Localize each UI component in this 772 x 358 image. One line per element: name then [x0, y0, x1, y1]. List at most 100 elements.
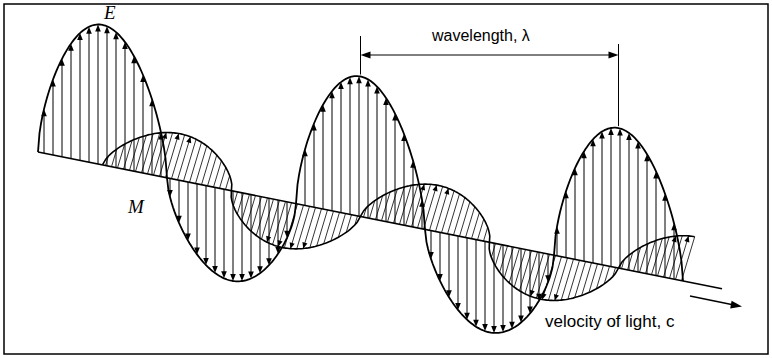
magnetic-hatch-line — [242, 194, 250, 220]
electric-field-line — [350, 82, 351, 214]
magnetic-hatch-line — [220, 167, 226, 188]
electric-field-line — [125, 47, 126, 169]
electric-arrowhead — [491, 326, 497, 333]
electric-field-line — [332, 96, 333, 211]
electric-field-line — [386, 103, 387, 222]
electric-field-line — [575, 173, 576, 259]
magnetic-hatch-line — [514, 250, 525, 288]
electric-field-line — [611, 133, 612, 267]
wavelength-dimension — [361, 36, 619, 126]
electric-field-line — [629, 138, 630, 270]
magnetic-arrowhead — [174, 134, 179, 140]
electric-field-line — [215, 187, 216, 268]
electric-field-line — [242, 193, 243, 276]
magnetic-hatch-line — [548, 257, 561, 301]
electric-field-line — [179, 180, 180, 218]
electric-field-line — [323, 110, 324, 209]
electric-field-line — [521, 249, 522, 318]
dimension-tick — [360, 36, 361, 75]
magnetic-hatch-line — [237, 193, 243, 214]
electric-field-line — [44, 114, 45, 153]
electric-field-line — [503, 245, 504, 327]
electric-field-line — [233, 191, 234, 276]
magnetic-hatch-line — [388, 189, 398, 222]
magnetic-hatch-line — [202, 150, 212, 185]
magnetic-hatch-line — [196, 146, 207, 184]
electric-field-line — [251, 195, 252, 274]
electric-field-line — [584, 156, 585, 261]
magnetic-curve — [103, 133, 695, 301]
magnetic-arrowhead — [554, 294, 559, 300]
magnetic-hatch-line — [561, 259, 573, 300]
magnetic-hatch-line — [424, 185, 437, 229]
dimension-label: wavelength, λ — [432, 26, 530, 45]
electric-field-line — [458, 236, 459, 305]
electric-field-line — [206, 186, 207, 261]
magnetic-hatch-line — [531, 253, 544, 296]
electric-field-line — [107, 31, 108, 165]
dimension-arrowhead — [609, 52, 619, 59]
magnetic-hatch-line — [460, 202, 470, 237]
velocity-arrow — [690, 296, 742, 309]
electric-field-line — [341, 87, 342, 212]
magnetic-hatch-line — [178, 137, 191, 180]
electric-field-line — [224, 189, 225, 273]
magnetic-hatch-line — [406, 184, 418, 225]
electric-field-line — [260, 196, 261, 268]
electric-field-line — [593, 144, 594, 263]
magnetic-hatch-line — [454, 198, 465, 236]
electric-field-line — [170, 178, 171, 192]
electric-field-line — [674, 228, 675, 279]
velocity-label: velocity of light, c — [545, 312, 674, 332]
electric-field-line — [287, 202, 288, 233]
magnetic-hatch-line — [472, 212, 480, 238]
magnetic-hatch-line — [172, 135, 185, 179]
electric-field-line — [665, 199, 666, 278]
magnetic-hatch-line — [226, 176, 230, 190]
field-label: M — [128, 196, 144, 219]
magnetic-hatch-line — [682, 237, 695, 281]
magnetic-hatch-line — [310, 209, 322, 248]
electric-field-line — [314, 128, 315, 207]
magnetic-hatch-line — [273, 202, 286, 245]
electric-field-line — [278, 200, 279, 249]
electric-field-line — [467, 238, 468, 315]
electric-field-line — [539, 252, 540, 296]
electric-wave — [38, 25, 683, 333]
magnetic-hatch-line — [290, 205, 303, 249]
magnetic-hatch-line — [317, 210, 328, 246]
magnetic-hatch-line — [278, 203, 291, 247]
magnetic-hatch-line — [400, 185, 412, 224]
electric-field-line — [602, 137, 603, 265]
magnetic-hatch-line — [233, 192, 237, 206]
electric-field-line — [80, 38, 81, 160]
electric-field-line — [494, 243, 495, 328]
magnetic-hatch-line — [509, 248, 519, 283]
electric-field-line — [188, 182, 189, 236]
field-label: E — [104, 2, 116, 25]
magnetic-hatch-line — [184, 139, 197, 181]
magnetic-arrowhead — [444, 188, 449, 194]
electric-field-line — [485, 241, 486, 326]
magnetic-hatch-line — [442, 191, 455, 233]
electric-field-line — [395, 119, 396, 224]
magnetic-hatch-line — [658, 237, 670, 276]
electric-field-line — [638, 147, 639, 272]
magnetic-arrowhead — [186, 137, 191, 143]
magnetic-hatch-line — [575, 262, 586, 298]
magnetic-hatch-line — [166, 134, 179, 178]
magnetic-hatch-line — [303, 208, 315, 249]
electric-field-line — [620, 133, 621, 268]
electric-field-line — [413, 166, 414, 227]
electric-field-line — [143, 80, 144, 173]
magnetic-wave — [103, 133, 695, 301]
magnetic-arrowhead — [290, 242, 295, 248]
magnetic-hatch-line — [136, 135, 147, 171]
frame-border — [4, 4, 768, 354]
electric-field-line — [71, 49, 72, 159]
electric-field-line — [377, 92, 378, 220]
electric-field-line — [440, 232, 441, 276]
electric-field-line — [305, 154, 306, 205]
electric-field-line — [62, 64, 63, 157]
magnetic-hatch-line — [190, 142, 202, 182]
